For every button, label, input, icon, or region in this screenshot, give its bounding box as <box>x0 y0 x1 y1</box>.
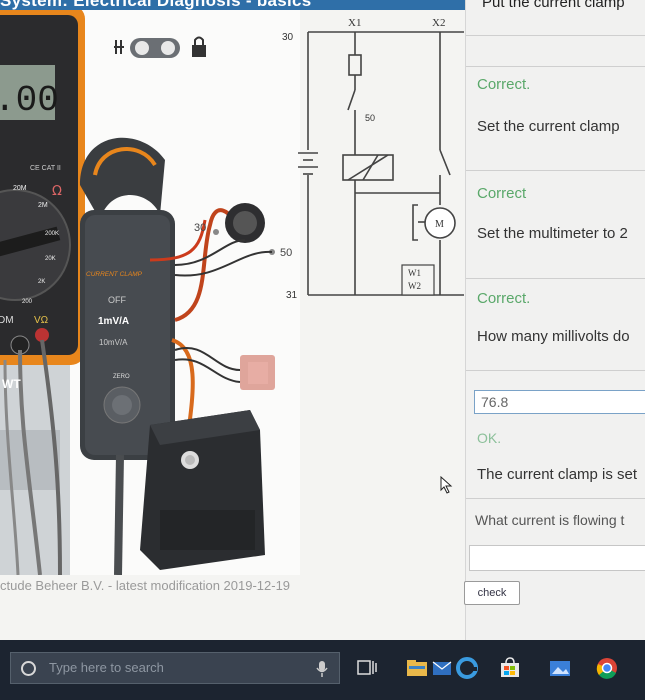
connector-icon[interactable] <box>114 40 124 54</box>
photos-icon[interactable] <box>548 656 572 680</box>
label-w2: W2 <box>408 281 421 291</box>
svg-text:200: 200 <box>22 299 33 305</box>
taskbar-search-placeholder: Type here to search <box>49 660 164 675</box>
question-3: How many millivolts do <box>477 328 630 345</box>
svg-text:OFF: OFF <box>108 295 126 305</box>
microphone-icon[interactable] <box>315 659 329 679</box>
divider <box>466 370 645 371</box>
panel-top-cut-text: Put the current clamp <box>482 0 625 11</box>
multimeter[interactable]: .00 CE CAT II Ω 20M 2M 200K 20K 2K 200 D… <box>0 10 85 365</box>
lock-icon[interactable] <box>192 36 206 58</box>
divider <box>466 35 645 36</box>
cortana-icon[interactable] <box>21 661 36 676</box>
answer-feedback: OK. <box>477 430 502 446</box>
scene-drawing: .00 CE CAT II Ω 20M 2M 200K 20K 2K 200 D… <box>0 10 292 575</box>
next-question: What current is flowing t <box>475 512 625 528</box>
feedback-correct-2: Correct <box>477 185 527 202</box>
illustration-area: .00 CE CAT II Ω 20M 2M 200K 20K 2K 200 D… <box>0 10 300 575</box>
battery <box>140 410 265 570</box>
question-2: Set the multimeter to 2 <box>477 225 628 242</box>
copyright-footer: ctude Beheer B.V. - latest modification … <box>0 578 291 593</box>
label-w1: W1 <box>408 268 421 278</box>
divider <box>466 170 645 171</box>
side-label: WT <box>2 377 21 391</box>
clamp-selected-mode: 1mV/A <box>98 316 129 327</box>
task-view-icon[interactable] <box>355 656 379 680</box>
window-title: System: Electrical Diagnosis - basics <box>0 0 312 10</box>
scene-toolbar <box>114 36 206 58</box>
question-1: Set the current clamp <box>477 118 620 135</box>
label-50: 50 <box>365 113 375 123</box>
svg-text:20K: 20K <box>45 256 56 262</box>
svg-text:50: 50 <box>280 247 292 259</box>
motor-label: M <box>435 219 444 230</box>
divider <box>466 278 645 279</box>
feedback-correct-1: Correct. <box>477 76 531 93</box>
chrome-icon[interactable] <box>595 656 619 680</box>
label-x2: X2 <box>432 17 445 29</box>
taskbar-search-box[interactable]: Type here to search <box>10 652 340 684</box>
edge-icon[interactable] <box>455 656 479 680</box>
mouse-cursor-icon <box>440 476 453 494</box>
multimeter-display: .00 <box>0 80 59 121</box>
label-30: 30 <box>282 32 294 43</box>
store-icon[interactable] <box>498 656 522 680</box>
svg-text:2K: 2K <box>38 279 45 285</box>
mail-icon[interactable] <box>430 656 454 680</box>
check-button[interactable]: check <box>464 581 520 605</box>
svg-text:VΩ: VΩ <box>34 315 49 326</box>
answer-input[interactable]: 76.8 <box>474 390 645 414</box>
circuit-diagram: X1 X2 30 31 50 M W1 W2 <box>282 17 464 301</box>
toggle-switch-icon[interactable] <box>130 38 180 58</box>
svg-text:10mV/A: 10mV/A <box>99 338 128 347</box>
question-panel: Put the current clamp Correct. Set the c… <box>465 0 645 640</box>
divider <box>466 498 645 499</box>
file-explorer-icon[interactable] <box>405 656 429 680</box>
svg-text:30: 30 <box>194 222 206 234</box>
svg-text:DM: DM <box>0 315 14 326</box>
svg-text:2M: 2M <box>38 202 48 209</box>
current-answer-input[interactable] <box>469 545 645 571</box>
svg-text:200K: 200K <box>45 231 59 237</box>
window-title-bar: System: Electrical Diagnosis - basics <box>0 0 645 10</box>
svg-text:ZERO: ZERO <box>113 374 130 380</box>
label-31: 31 <box>286 290 298 301</box>
ohm-label: Ω <box>52 184 62 199</box>
clamp-brand: CURRENT CLAMP <box>86 271 143 278</box>
status-text: The current clamp is set <box>477 466 638 483</box>
divider <box>466 66 645 67</box>
label-x1: X1 <box>348 17 361 29</box>
ce-mark: CE CAT II <box>30 165 61 172</box>
windows-taskbar: Type here to search <box>0 640 645 700</box>
feedback-correct-3: Correct. <box>477 290 531 307</box>
current-clamp[interactable]: CURRENT CLAMP OFF 1mV/A 10mV/A ZERO <box>80 137 175 460</box>
svg-text:20M: 20M <box>13 185 27 192</box>
